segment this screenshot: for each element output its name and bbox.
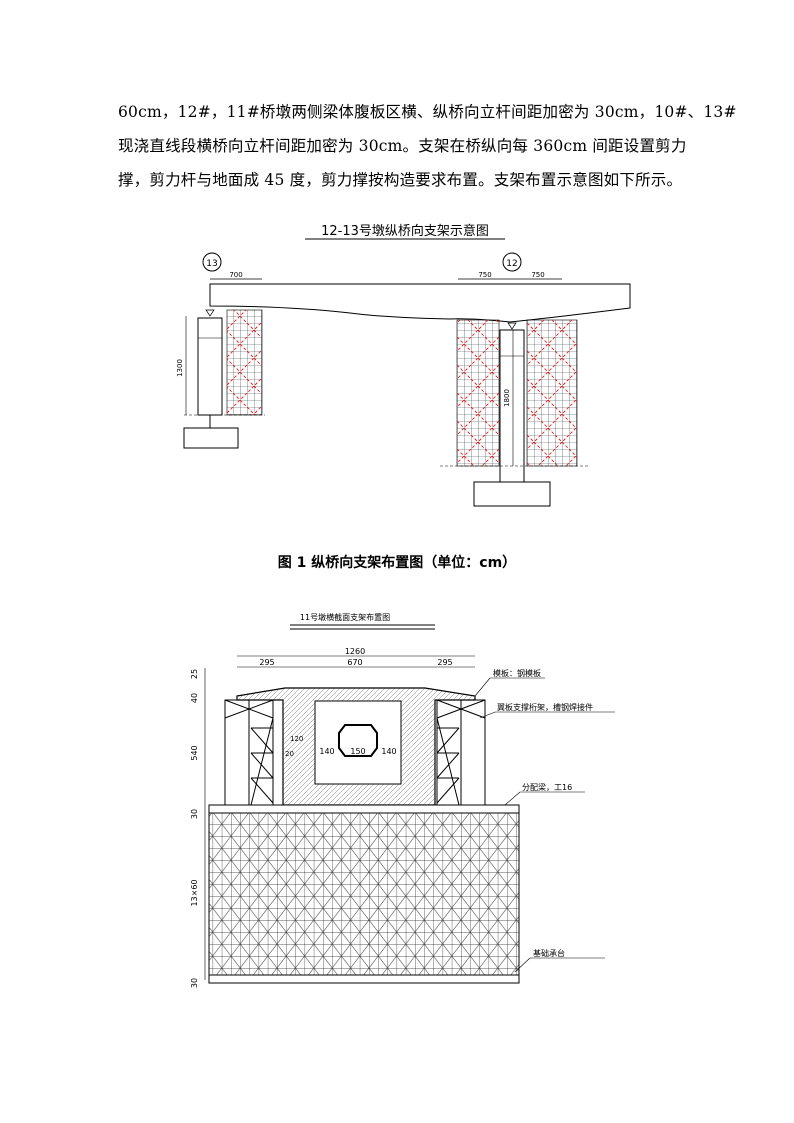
- pier-label-left: 13: [206, 259, 217, 269]
- dim-left-height: 1300: [176, 359, 184, 377]
- dim-140b: 140: [381, 747, 396, 756]
- label-foundation: 基础承台: [533, 948, 565, 958]
- label-wing-truss: 翼板支撑桁架，槽钢焊接件: [497, 702, 593, 712]
- label-formwork: 模板：钢模板: [493, 668, 541, 678]
- dim-20: 20: [285, 750, 294, 758]
- dim-total-width: 1260: [345, 647, 365, 656]
- figure-1-title: 12-13号墩纵桥向支架示意图: [321, 223, 489, 239]
- dim-v40: 40: [190, 693, 199, 703]
- dim-v25: 25: [190, 669, 199, 679]
- dim-right-wing: 295: [437, 658, 452, 667]
- dim-right-a: 750: [478, 271, 491, 279]
- dim-right-height: 1800: [503, 389, 511, 407]
- dim-mid-width: 670: [347, 658, 362, 667]
- dim-v540: 540: [190, 745, 199, 760]
- body-paragraph: 60cm，12#，11#桥墩两侧梁体腹板区横、纵桥向立杆间距加密为 30cm，1…: [118, 95, 737, 197]
- figure-2-cross-section-diagram: 11号墩横截面支架布置图 1260 295 670 295 25 40 540 …: [190, 612, 615, 988]
- figure-1-caption: 图 1 纵桥向支架布置图（单位：cm）: [277, 555, 517, 571]
- dim-v30-top: 30: [190, 809, 199, 819]
- dim-150: 150: [350, 747, 365, 756]
- dim-left-span: 700: [229, 271, 242, 279]
- dim-left-wing: 295: [259, 658, 274, 667]
- paragraph-line-3: 撑，剪力杆与地面成 45 度，剪力撑按构造要求布置。支架布置示意图如下所示。: [118, 171, 683, 189]
- dim-right-b: 750: [531, 271, 544, 279]
- label-distribution-beam: 分配梁，工16: [522, 783, 572, 792]
- dim-v30-bot: 30: [190, 978, 199, 988]
- figure-2-title: 11号墩横截面支架布置图: [300, 612, 390, 622]
- dim-v13x60: 13×60: [190, 879, 199, 906]
- dim-120: 120: [290, 735, 303, 743]
- figure-1-longitudinal-diagram: 12-13号墩纵桥向支架示意图 13 12 700 750 750 1300 1…: [176, 223, 631, 507]
- paragraph-line-2: 现浇直线段横桥向立杆间距加密为 30cm。支架在桥纵向每 360cm 间距设置剪…: [118, 137, 687, 155]
- pier-label-right: 12: [506, 259, 517, 269]
- dim-140a: 140: [319, 747, 334, 756]
- paragraph-line-1: 60cm，12#，11#桥墩两侧梁体腹板区横、纵桥向立杆间距加密为 30cm，1…: [118, 103, 737, 121]
